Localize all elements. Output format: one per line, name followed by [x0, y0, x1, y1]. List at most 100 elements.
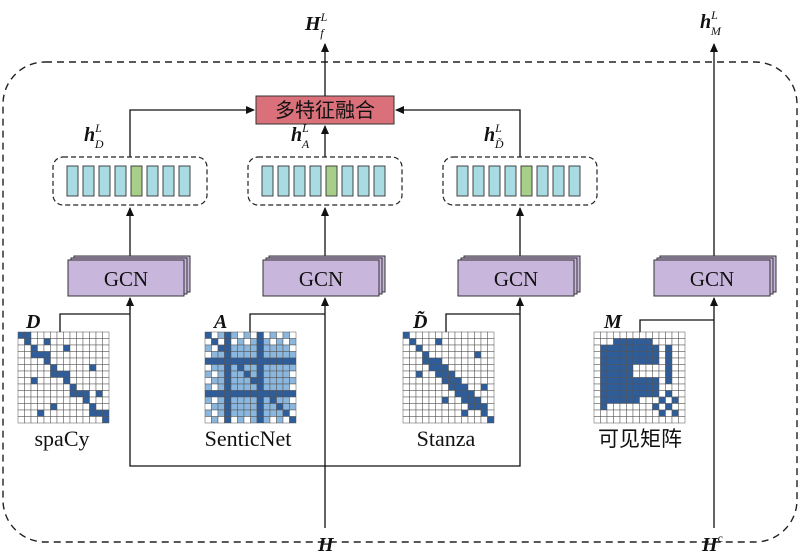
vector-cell	[309, 165, 322, 197]
matrix-cell	[37, 331, 45, 339]
matrix-cell	[441, 331, 449, 339]
matrix-cell	[409, 351, 417, 359]
matrix-cell	[56, 344, 64, 352]
matrix-cell	[211, 351, 219, 359]
matrix-cell	[217, 377, 225, 385]
matrix-cell	[467, 377, 475, 385]
matrix-cell	[56, 377, 64, 385]
matrix-cell	[487, 364, 495, 372]
matrix-cell	[263, 338, 271, 346]
matrix-cell	[43, 390, 51, 398]
matrix-cell	[276, 364, 284, 372]
matrix-cell	[243, 396, 251, 404]
matrix-cell	[441, 390, 449, 398]
matrix-cell	[211, 344, 219, 352]
vector-cell	[325, 165, 338, 197]
matrix-cell	[428, 377, 436, 385]
matrix-cell	[658, 390, 666, 398]
matrix-cell	[224, 344, 232, 352]
matrix-cell	[678, 364, 686, 372]
matrix-cell	[250, 416, 258, 424]
matrix-cell	[217, 383, 225, 391]
matrix-cell	[441, 409, 449, 417]
matrix-cell	[243, 357, 251, 365]
matrix-cell	[282, 370, 290, 378]
matrix-cell	[626, 331, 634, 339]
matrix-cell	[89, 364, 97, 372]
matrix-d-grid	[17, 331, 110, 424]
matrix-cell	[269, 338, 277, 346]
matrix-cell	[626, 416, 634, 424]
matrix-cell	[639, 377, 647, 385]
matrix-cell	[671, 409, 679, 417]
matrix-cell	[652, 396, 660, 404]
matrix-cell	[230, 377, 238, 385]
matrix-cell	[645, 364, 653, 372]
matrix-cell	[402, 364, 410, 372]
matrix-a-connector	[249, 313, 325, 332]
matrix-cell	[250, 409, 258, 417]
matrix-cell	[428, 370, 436, 378]
matrix-cell	[487, 409, 495, 417]
matrix-cell	[82, 403, 90, 411]
matrix-cell	[600, 396, 608, 404]
matrix-cell	[454, 403, 462, 411]
matrix-cell	[50, 416, 58, 424]
matrix-cell	[606, 364, 614, 372]
matrix-cell	[626, 409, 634, 417]
matrix-cell	[224, 357, 232, 365]
matrix-cell	[237, 364, 245, 372]
matrix-cell	[671, 390, 679, 398]
matrix-cell	[402, 331, 410, 339]
matrix-cell	[50, 390, 58, 398]
matrix-cell	[600, 403, 608, 411]
matrix-cell	[224, 403, 232, 411]
matrix-cell	[665, 377, 673, 385]
matrix-cell	[17, 403, 25, 411]
matrix-cell	[632, 377, 640, 385]
matrix-cell	[467, 403, 475, 411]
matrix-cell	[56, 383, 64, 391]
matrix-cell	[454, 364, 462, 372]
matrix-cell	[95, 344, 103, 352]
matrix-cell	[56, 390, 64, 398]
matrix-cell	[454, 416, 462, 424]
matrix-cell	[671, 331, 679, 339]
matrix-cell	[30, 370, 38, 378]
matrix-cell	[17, 416, 25, 424]
matrix-cell	[487, 370, 495, 378]
matrix-cell	[671, 344, 679, 352]
matrix-cell	[63, 344, 71, 352]
matrix-cell	[30, 383, 38, 391]
matrix-cell	[448, 331, 456, 339]
matrix-cell	[211, 338, 219, 346]
matrix-cell	[678, 409, 686, 417]
matrix-cell	[102, 416, 110, 424]
matrix-cell	[619, 344, 627, 352]
matrix-cell	[43, 403, 51, 411]
matrix-cell	[422, 377, 430, 385]
gcn-block-d: GCN	[67, 255, 191, 297]
matrix-cell	[652, 344, 660, 352]
matrix-cell	[606, 396, 614, 404]
matrix-cell	[665, 351, 673, 359]
matrix-cell	[243, 416, 251, 424]
matrix-cell	[671, 351, 679, 359]
matrix-cell	[632, 331, 640, 339]
matrix-cell	[56, 370, 64, 378]
matrix-cell	[448, 338, 456, 346]
matrix-cell	[415, 338, 423, 346]
matrix-cell	[82, 383, 90, 391]
matrix-cell	[435, 338, 443, 346]
matrix-cell	[56, 403, 64, 411]
matrix-cell	[76, 364, 84, 372]
matrix-cell	[217, 396, 225, 404]
matrix-cell	[276, 351, 284, 359]
matrix-cell	[593, 364, 601, 372]
matrix-cell	[37, 390, 45, 398]
matrix-cell	[17, 409, 25, 417]
matrix-cell	[593, 351, 601, 359]
matrix-cell	[37, 416, 45, 424]
matrix-cell	[606, 357, 614, 365]
matrix-cell	[435, 370, 443, 378]
